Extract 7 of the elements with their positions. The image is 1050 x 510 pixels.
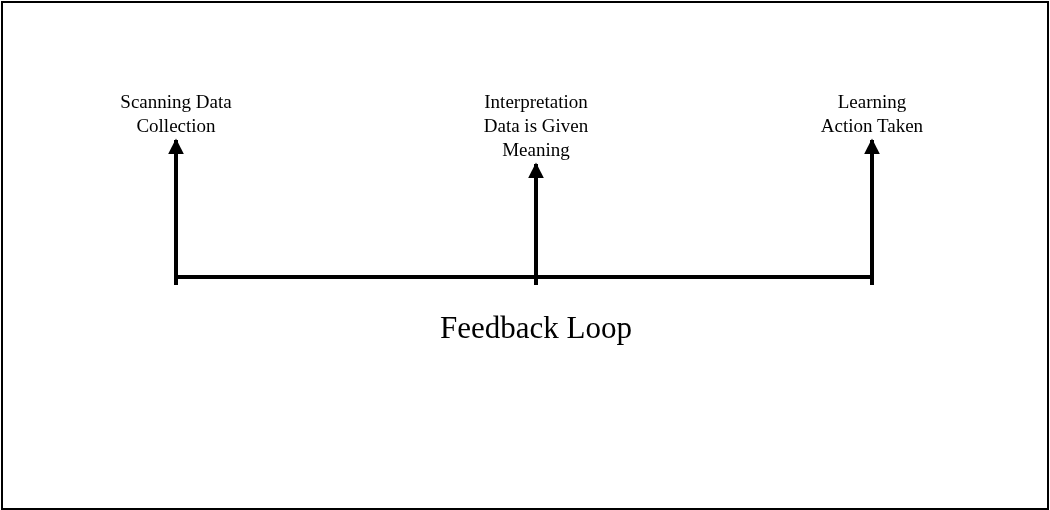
stage-label: Scanning Data Collection: [101, 90, 251, 138]
stage-label: Interpretation Data is Given Meaning: [471, 90, 601, 162]
arrow: [864, 138, 880, 285]
arrow: [168, 138, 184, 285]
stage-label: Learning Action Taken: [817, 90, 927, 138]
loop-caption: Feedback Loop: [439, 310, 633, 346]
arrow: [528, 162, 544, 285]
